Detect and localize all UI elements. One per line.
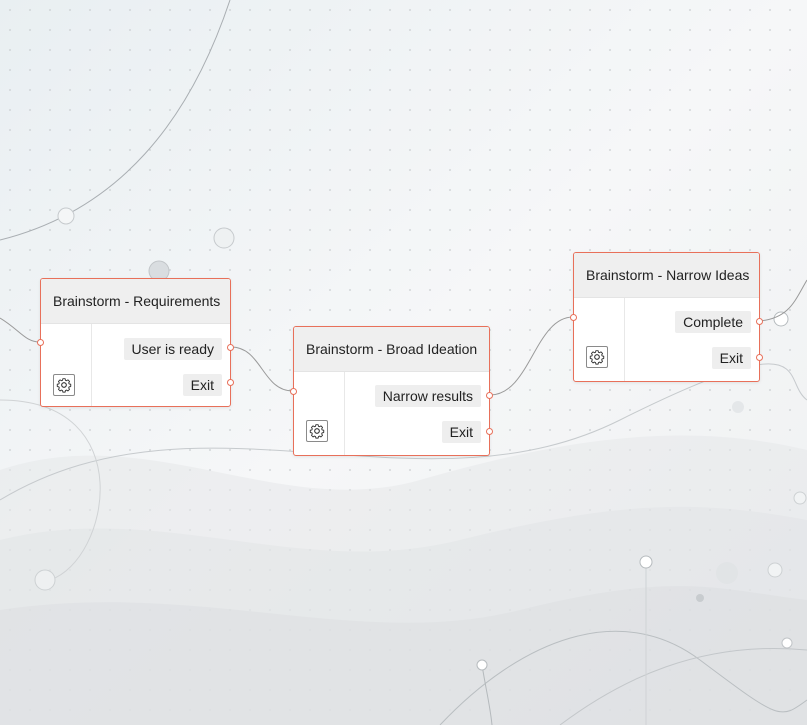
input-port[interactable] bbox=[570, 314, 577, 321]
node-requirements[interactable]: Brainstorm - Requirements User is ready … bbox=[37, 278, 234, 407]
output-port-user-is-ready[interactable] bbox=[227, 344, 234, 351]
output-port-complete[interactable] bbox=[756, 318, 763, 325]
node-body: User is ready Exit bbox=[41, 324, 230, 406]
output-port-exit[interactable] bbox=[486, 428, 493, 435]
connector-line bbox=[230, 346, 294, 392]
output-complete[interactable]: Complete bbox=[675, 311, 751, 333]
settings-button[interactable] bbox=[53, 374, 75, 396]
gear-icon bbox=[309, 424, 325, 439]
output-port-exit[interactable] bbox=[227, 379, 234, 386]
settings-button[interactable] bbox=[306, 420, 328, 442]
node-settings-column bbox=[294, 372, 345, 455]
settings-button[interactable] bbox=[586, 346, 608, 368]
node-body: Complete Exit bbox=[574, 298, 759, 381]
node-title[interactable]: Brainstorm - Narrow Ideas bbox=[574, 253, 759, 298]
output-exit[interactable]: Exit bbox=[182, 374, 222, 396]
node-title[interactable]: Brainstorm - Requirements bbox=[41, 279, 230, 324]
connector-line bbox=[0, 317, 41, 343]
output-exit[interactable]: Exit bbox=[441, 421, 481, 443]
node-broad-ideation[interactable]: Brainstorm - Broad Ideation Narrow resul… bbox=[290, 326, 493, 456]
node-title[interactable]: Brainstorm - Broad Ideation bbox=[294, 327, 489, 372]
node-narrow-ideas[interactable]: Brainstorm - Narrow Ideas Complete Exit bbox=[570, 252, 763, 382]
output-port-exit[interactable] bbox=[756, 354, 763, 361]
node-body: Narrow results Exit bbox=[294, 372, 489, 455]
input-port[interactable] bbox=[37, 339, 44, 346]
node-settings-column bbox=[41, 324, 92, 406]
gear-icon bbox=[589, 350, 605, 365]
output-narrow-results[interactable]: Narrow results bbox=[374, 385, 481, 407]
output-port-narrow-results[interactable] bbox=[486, 392, 493, 399]
connector-line bbox=[759, 279, 807, 322]
node-outputs: User is ready Exit bbox=[92, 324, 230, 406]
node-settings-column bbox=[574, 298, 625, 381]
input-port[interactable] bbox=[290, 388, 297, 395]
output-user-is-ready[interactable]: User is ready bbox=[123, 338, 222, 360]
connector-line bbox=[489, 316, 574, 396]
node-outputs: Narrow results Exit bbox=[345, 372, 489, 455]
output-exit[interactable]: Exit bbox=[711, 347, 751, 369]
node-outputs: Complete Exit bbox=[625, 298, 759, 381]
gear-icon bbox=[56, 378, 72, 393]
